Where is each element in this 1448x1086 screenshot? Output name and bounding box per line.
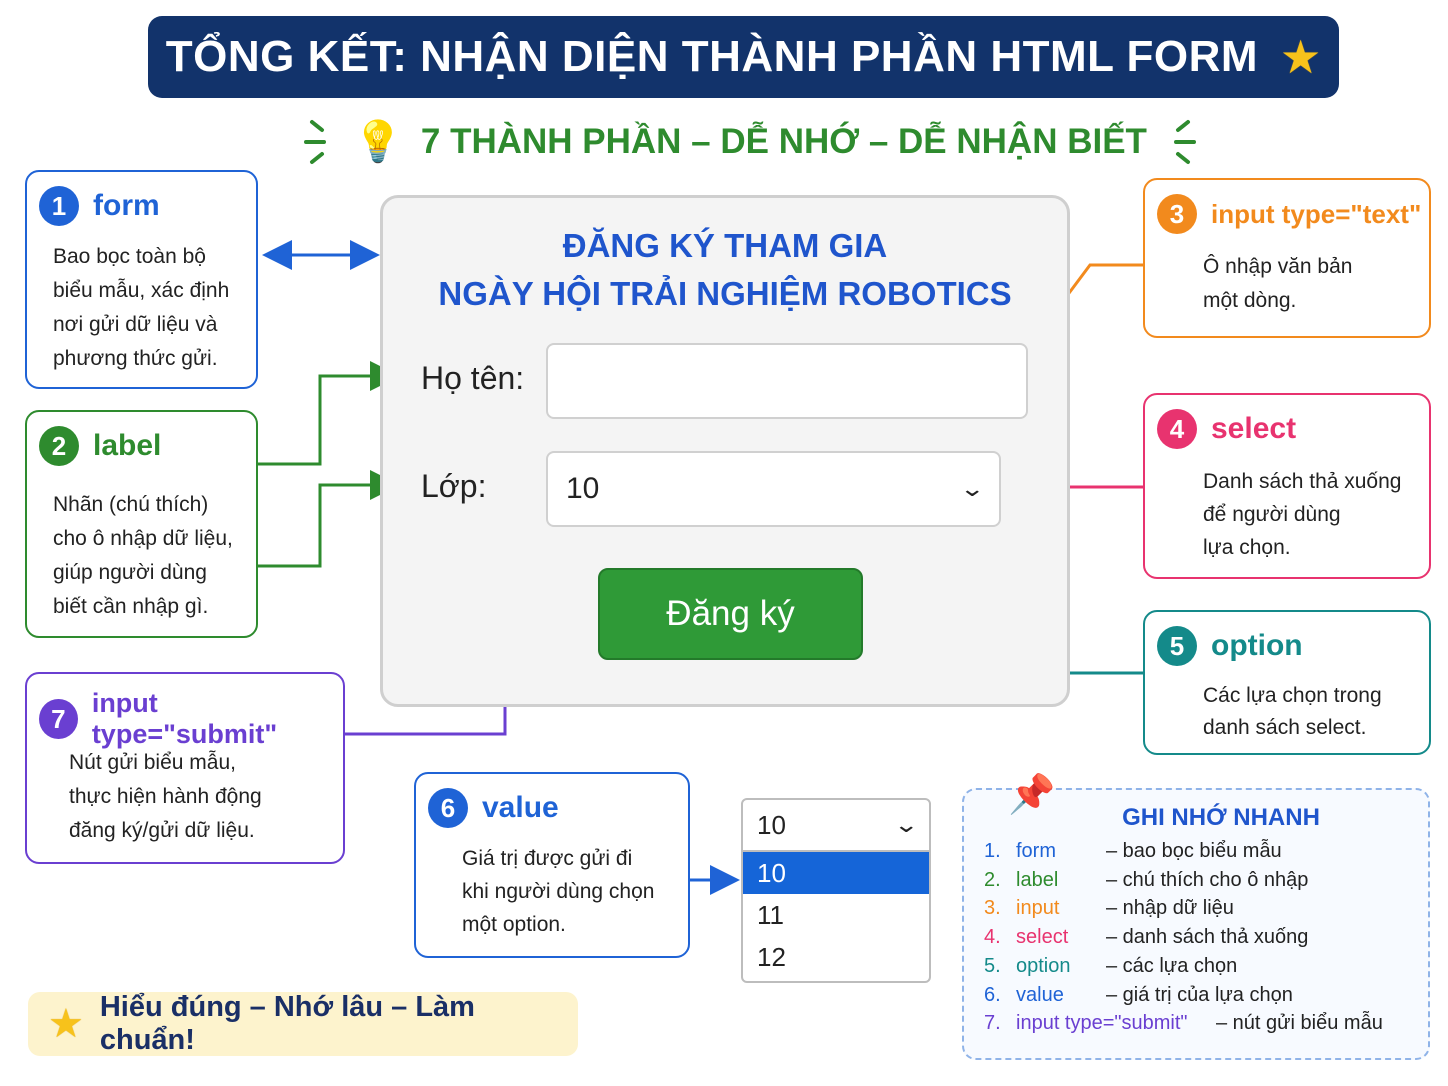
- dropdown-option[interactable]: 12: [757, 941, 786, 972]
- memo-item: 6. value – giá trị của lựa chọn: [984, 984, 1293, 1007]
- memo-item: 4. select – danh sách thả xuống: [984, 926, 1308, 949]
- card-input-text-desc: Ô nhập văn bản một dòng.: [1203, 255, 1353, 312]
- class-select[interactable]: 10 ⌄: [546, 451, 1001, 527]
- card-label: 2 label Nhãn (chú thích) cho ô nhập dữ l…: [25, 410, 258, 638]
- arrow-label-class: [258, 470, 400, 568]
- dropdown-demo-selected: 10: [757, 809, 786, 840]
- badge-2: 2: [39, 426, 79, 466]
- card-input-text: 3 input type="text" Ô nhập văn bản một d…: [1143, 178, 1431, 338]
- memo-item: 7. input type="submit" – nút gửi biểu mẫu: [984, 1012, 1383, 1035]
- form-demo-title: ĐĂNG KÝ THAM GIA NGÀY HỘI TRẢI NGHIỆM RO…: [438, 227, 1012, 312]
- card-select: 4 select Danh sách thả xuống để người dù…: [1143, 393, 1431, 579]
- memo-item-key: value: [1016, 983, 1064, 1006]
- memo-item-desc: – các lựa chọn: [1106, 954, 1238, 977]
- memo-item-number: 4.: [984, 926, 1001, 949]
- chevron-down-icon: ⌄: [892, 812, 919, 837]
- memo-item-desc: – nhập dữ liệu: [1106, 897, 1234, 920]
- memo-item-key: form: [1016, 840, 1056, 862]
- register-button[interactable]: Đăng ký: [598, 568, 863, 660]
- dropdown-option[interactable]: 10: [743, 852, 929, 894]
- memo-item-number: 3.: [984, 897, 1001, 920]
- card-form-desc: Bao bọc toàn bộ biểu mẫu, xác định nơi g…: [53, 245, 230, 370]
- memo-item-key: input: [1016, 897, 1060, 920]
- memo-box: GHI NHỚ NHANH 1. form – bao bọc biểu mẫu 2.…: [962, 788, 1430, 1060]
- memo-item: 2. label – chú thích cho ô nhập: [984, 869, 1308, 892]
- title-bar: TỔNG KẾT: NHẬN DIỆN THÀNH PHẦN HTML FORM…: [148, 16, 1339, 98]
- card-select-desc: Danh sách thả xuống để người dùng lựa ch…: [1203, 470, 1402, 559]
- memo-item: 5. option – các lựa chọn: [984, 955, 1237, 978]
- lightbulb-icon: 💡: [353, 119, 403, 165]
- memo-item-number: 1.: [984, 840, 1001, 862]
- card-form-name: form: [93, 189, 160, 222]
- card-value-name: value: [482, 791, 559, 824]
- memo-item: 1. form – bao bọc biểu mẫu: [984, 840, 1282, 863]
- card-select-name: select: [1211, 412, 1297, 445]
- card-form: 1 form Bao bọc toàn bộ biểu mẫu, xác địn…: [25, 170, 258, 389]
- memo-item-number: 2.: [984, 868, 1001, 891]
- subtitle: 💡 7 THÀNH PHẦN – DỄ NHỚ – DỄ NHẬN BIẾT: [300, 112, 1200, 172]
- card-submit-name: input type="submit": [91, 688, 278, 749]
- card-value: 6 value Giá trị được gửi đi khi người dù…: [414, 772, 690, 958]
- memo-item-desc: – danh sách thả xuống: [1106, 926, 1309, 949]
- badge-7: 7: [39, 699, 78, 739]
- card-input-text-name: input type="text": [1211, 198, 1422, 229]
- page-title: TỔNG KẾT: NHẬN DIỆN THÀNH PHẦN HTML FORM: [165, 32, 1258, 81]
- card-option: 5 option Các lựa chọn trong danh sách se…: [1143, 610, 1431, 755]
- slogan-text: Hiểu đúng – Nhớ lâu – Làm chuẩn!: [99, 991, 475, 1056]
- dropdown-option[interactable]: 11: [757, 899, 784, 930]
- badge-1: 1: [39, 186, 79, 226]
- card-option-name: option: [1211, 629, 1303, 662]
- memo-item-key: select: [1016, 926, 1069, 949]
- arrow-label-name: [258, 361, 400, 466]
- name-input[interactable]: [546, 343, 1028, 419]
- badge-3: 3: [1157, 194, 1197, 234]
- memo-item: 3. input – nhập dữ liệu: [984, 897, 1234, 920]
- dropdown-demo-current[interactable]: 10 ⌄: [743, 800, 929, 852]
- memo-item-number: 6.: [984, 983, 1001, 1006]
- class-label: Lớp:: [421, 468, 487, 504]
- memo-item-desc: – bao bọc biểu mẫu: [1106, 840, 1282, 862]
- class-select-value: 10: [566, 472, 600, 505]
- memo-item-desc: – chú thích cho ô nhập: [1106, 868, 1309, 891]
- name-label: Họ tên:: [421, 360, 525, 396]
- subtitle-text: 7 THÀNH PHẦN – DỄ NHỚ – DỄ NHẬN BIẾT: [420, 122, 1147, 161]
- memo-item-desc: – nút gửi biểu mẫu: [1216, 1012, 1383, 1035]
- badge-5: 5: [1157, 626, 1197, 666]
- star-icon: ★: [48, 1001, 84, 1047]
- memo-item-number: 5.: [984, 954, 1001, 977]
- memo-item-number: 7.: [984, 1012, 1001, 1035]
- form-demo: ĐĂNG KÝ THAM GIA NGÀY HỘI TRẢI NGHIỆM RO…: [380, 195, 1070, 707]
- star-icon: ★: [1280, 30, 1322, 84]
- memo-item-key: option: [1016, 954, 1071, 977]
- badge-4: 4: [1157, 409, 1197, 449]
- card-submit-desc: Nút gửi biểu mẫu, thực hiện hành động đă…: [69, 751, 262, 842]
- card-label-name: label: [93, 429, 162, 462]
- card-option-desc: Các lựa chọn trong danh sách select.: [1203, 684, 1382, 739]
- chevron-down-icon: ⌄: [958, 476, 985, 501]
- card-submit: 7 input type="submit" Nút gửi biểu mẫu, …: [25, 672, 345, 864]
- card-value-desc: Giá trị được gửi đi khi người dùng chọn …: [462, 847, 655, 936]
- memo-item-desc: – giá trị của lựa chọn: [1106, 983, 1293, 1006]
- card-label-desc: Nhãn (chú thích) cho ô nhập dữ liệu, giú…: [53, 493, 233, 618]
- slogan-banner: ★ Hiểu đúng – Nhớ lâu – Làm chuẩn!: [28, 991, 578, 1056]
- dropdown-demo[interactable]: 10 ⌄ 10 11 12: [741, 798, 931, 983]
- sparkle-left-icon: [304, 120, 326, 164]
- badge-6: 6: [428, 788, 468, 828]
- memo-item-key: label: [1016, 868, 1059, 891]
- memo-title: GHI NHỚ NHANH: [1122, 804, 1320, 831]
- memo-item-key: input type="submit": [1016, 1012, 1188, 1035]
- sparkle-right-icon: [1174, 120, 1196, 164]
- pushpin-icon: 📌: [1008, 772, 1056, 816]
